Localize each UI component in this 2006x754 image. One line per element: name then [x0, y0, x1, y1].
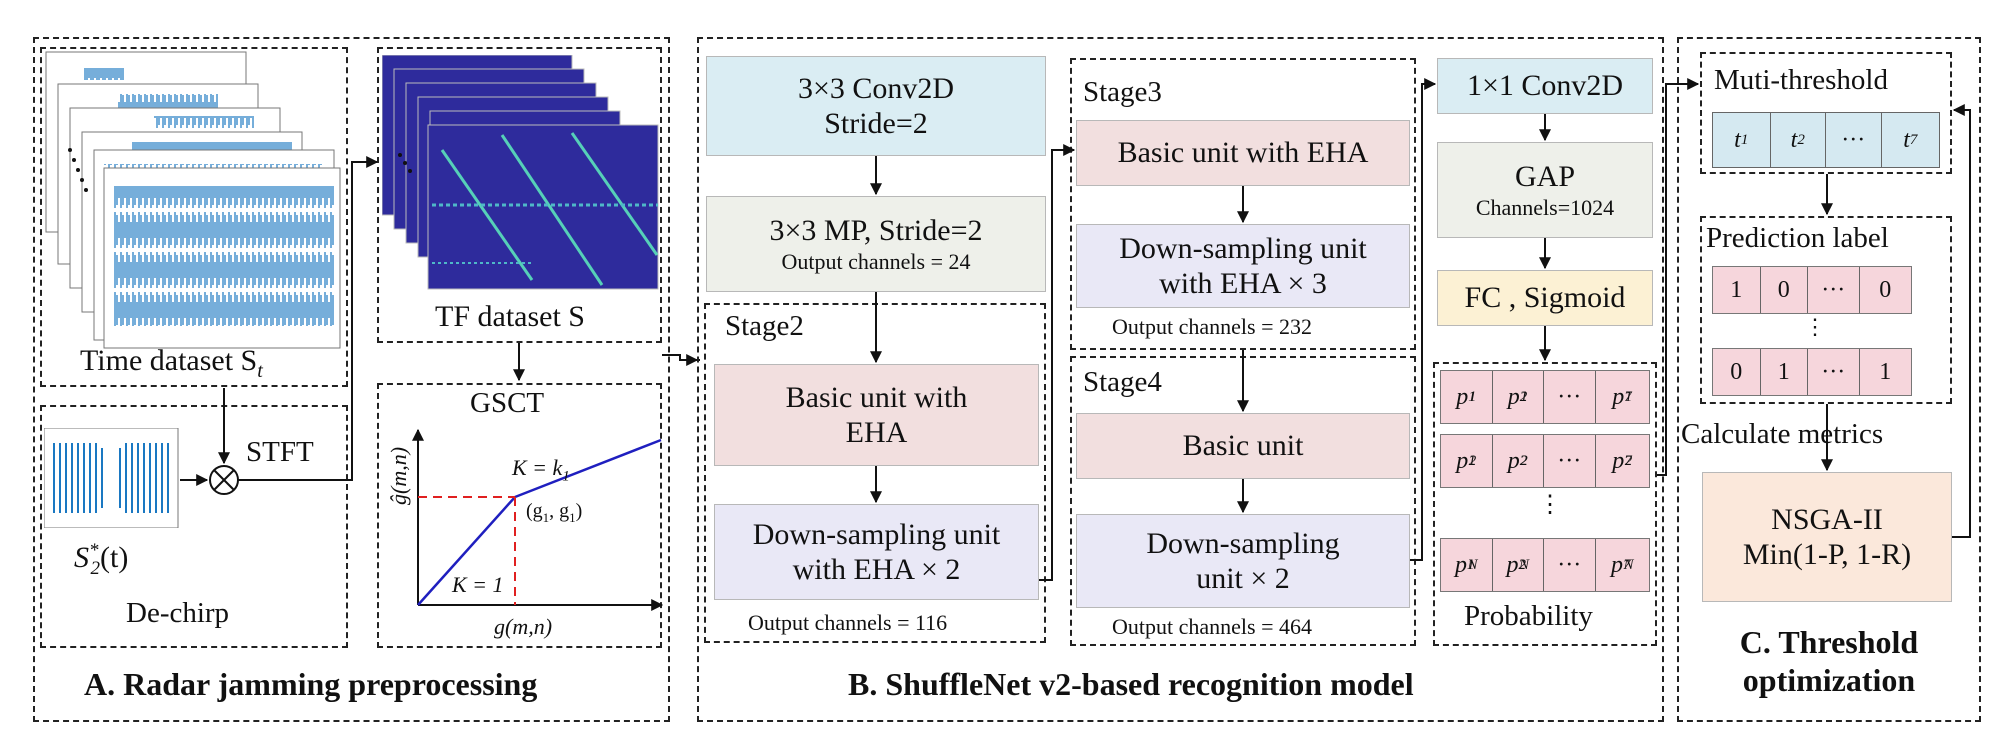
arrow-s4-to-head: [1410, 78, 1437, 561]
section-a-title: A. Radar jamming preprocessing: [84, 666, 538, 702]
dechirp-signal: [44, 428, 179, 528]
threshold-frame: [1700, 52, 1952, 174]
arrow-b-to-c: [1657, 78, 1700, 476]
pred-cell: ···: [1808, 349, 1860, 395]
pred-cell: 1: [1761, 349, 1809, 395]
prediction-label: Prediction label: [1706, 222, 1889, 254]
stage3-frame: [1070, 58, 1416, 350]
stage4-output: Output channels = 464: [1112, 614, 1312, 639]
prediction-frame: [1700, 216, 1952, 404]
multiply-node: [209, 465, 239, 495]
probability-label: Probability: [1464, 600, 1593, 632]
gsct-xlabel: g(m,n): [494, 614, 553, 639]
pred-vdots: ⋮: [1804, 314, 1826, 339]
threshold-ellipsis: ···: [1826, 113, 1882, 167]
dechirp-frame: [40, 405, 348, 648]
calc-metrics-label: Calculate metrics: [1681, 418, 1884, 450]
stage2-output: Output channels = 116: [748, 610, 948, 635]
muti-threshold-label: Muti-threshold: [1714, 64, 1888, 96]
dechirp-label: De-chirp: [126, 597, 230, 629]
pred-cell: 0: [1879, 276, 1892, 303]
time-signal-stack: [45, 51, 341, 349]
stage3-basic-block: Basic unit with EHA: [1076, 120, 1410, 186]
arrow-nsga-loop: [1952, 104, 1971, 538]
gsct-k-upper: K = k1: [512, 455, 570, 485]
stage2-title: Stage2: [725, 310, 804, 342]
tf-stack-dots: [398, 153, 412, 173]
fc-sigmoid-block: FC , Sigmoid: [1437, 270, 1653, 326]
stage3-title: Stage3: [1083, 76, 1162, 108]
pred-cell: 1: [1713, 267, 1761, 313]
gsct-point: (g1, g1): [526, 500, 583, 525]
stage4-basic-block: Basic unit: [1076, 413, 1410, 479]
time-dataset-frame: [40, 47, 348, 387]
prob-ellipsis: ···: [1544, 435, 1596, 487]
prob-ellipsis: ···: [1544, 539, 1596, 591]
pred-cell: ···: [1808, 267, 1860, 313]
prob-vdots: ⋮: [1538, 492, 1562, 518]
signal-label: S*2(t): [74, 540, 129, 579]
tf-dataset-label: TF dataset S: [435, 300, 585, 333]
pred-cell: 0: [1713, 349, 1761, 395]
time-sheet-front: [103, 167, 341, 349]
stack-dots: [68, 148, 88, 192]
arrow-mult-to-tf: [238, 156, 379, 481]
stage3-output: Output channels = 232: [1112, 314, 1312, 339]
section-a-connectors: [180, 156, 700, 495]
pred-row-2: 0 1 ··· 1: [1712, 348, 1912, 396]
gsct-k-lower: K = 1: [452, 572, 504, 597]
conv1x1-block: 1×1 Conv2D: [1437, 58, 1653, 114]
arrow-s2-to-s3: [1039, 144, 1076, 581]
time-dataset-label: Time dataset St: [80, 344, 263, 382]
prob-ellipsis: ···: [1544, 371, 1596, 423]
section-b-frame: [697, 37, 1664, 722]
section-a-frame: [33, 37, 670, 722]
spectrogram-stack: [382, 55, 659, 290]
stage4-title: Stage4: [1083, 366, 1162, 398]
section-b-title: B. ShuffleNet v2-based recognition model: [848, 666, 1414, 702]
gsct-frame: [377, 383, 662, 648]
gsct-plot: [412, 428, 664, 611]
pred-cell: 1: [1879, 358, 1892, 385]
pred-cell: 0: [1761, 267, 1809, 313]
probability-frame: [1433, 362, 1657, 646]
gsct-title: GSCT: [470, 387, 545, 419]
pred-row-1: 1 0 ··· 0: [1712, 266, 1912, 314]
stft-label: STFT: [246, 436, 314, 468]
tf-dataset-frame: [377, 47, 662, 343]
section-c-frame: [1677, 37, 1981, 722]
tf-sheet-front: [427, 124, 659, 290]
